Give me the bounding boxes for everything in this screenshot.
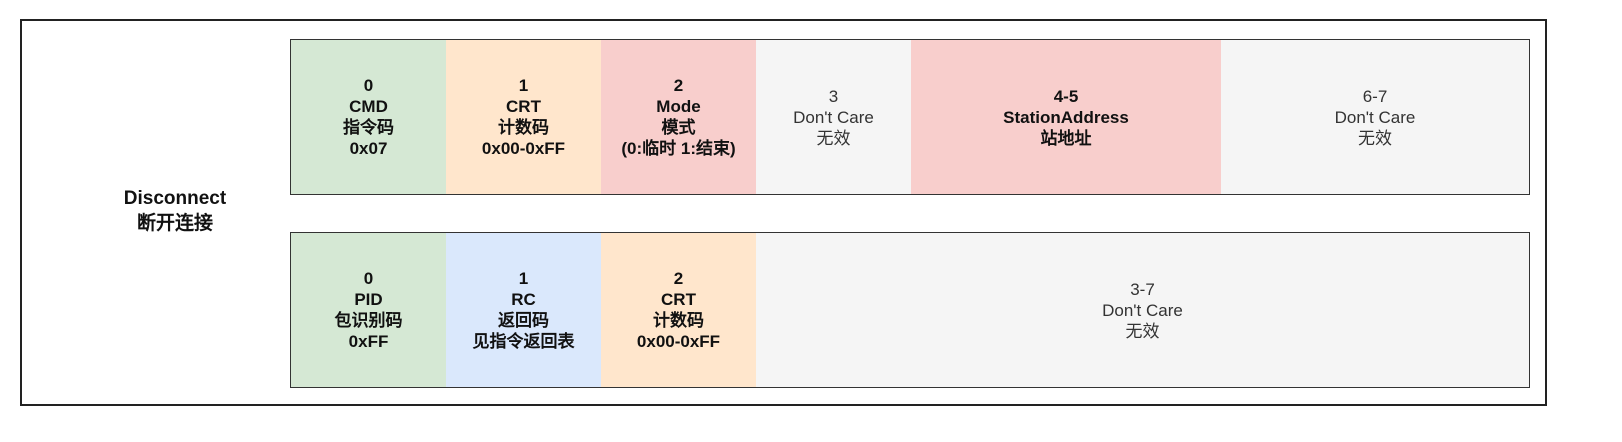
byte-name: CRT <box>506 97 541 116</box>
cmd-byte-3: 3 Don't Care 无效 <box>756 40 911 194</box>
frame-title: Disconnect 断开连接 <box>92 186 258 236</box>
byte-index: 4-5 <box>1053 86 1079 106</box>
frame-title-cn: 断开连接 <box>136 213 213 234</box>
byte-value: 0x00-0xFF <box>481 139 566 158</box>
byte-index: 0 <box>363 269 374 288</box>
byte-desc: 包识别码 <box>334 311 403 330</box>
byte-name: CMD <box>349 97 388 116</box>
byte-name: PID <box>354 290 383 309</box>
byte-desc: 无效 <box>1125 321 1160 341</box>
byte-index: 2 <box>673 76 684 95</box>
response-frame-row: 0 PID 包识别码 0xFF 1 RC 返回码 见指令返回表 2 CRT 计数… <box>290 232 1530 388</box>
byte-name: CRT <box>661 290 696 309</box>
byte-value: 见指令返回表 <box>472 332 575 351</box>
byte-name: Mode <box>656 97 701 116</box>
cmd-byte-4-5: 4-5 StationAddress 站地址 <box>911 40 1221 194</box>
byte-desc: 无效 <box>816 128 851 148</box>
byte-index: 3-7 <box>1130 279 1155 299</box>
byte-name: RC <box>511 290 536 309</box>
frame-title-en: Disconnect <box>123 188 227 209</box>
byte-index: 0 <box>363 76 374 95</box>
byte-index: 1 <box>518 269 529 288</box>
byte-index: 3 <box>828 86 839 106</box>
byte-desc: 站地址 <box>1040 128 1092 148</box>
byte-value: (0:临时 1:结束) <box>621 139 736 158</box>
resp-byte-3-7: 3-7 Don't Care 无效 <box>756 233 1529 387</box>
byte-desc: 返回码 <box>498 311 549 330</box>
byte-value: 0x07 <box>349 139 388 158</box>
byte-name: Don't Care <box>1102 300 1183 320</box>
cmd-byte-2: 2 Mode 模式 (0:临时 1:结束) <box>601 40 756 194</box>
byte-value: 0xFF <box>348 332 389 351</box>
byte-desc: 指令码 <box>343 118 394 137</box>
byte-desc: 无效 <box>1358 128 1392 148</box>
cmd-byte-1: 1 CRT 计数码 0x00-0xFF <box>446 40 601 194</box>
resp-byte-0: 0 PID 包识别码 0xFF <box>291 233 446 387</box>
cmd-byte-0: 0 CMD 指令码 0x07 <box>291 40 446 194</box>
byte-name: Don't Care <box>1334 107 1416 127</box>
byte-desc: 计数码 <box>653 311 704 330</box>
cmd-byte-6-7: 6-7 Don't Care 无效 <box>1221 40 1529 194</box>
byte-name: StationAddress <box>1003 107 1129 127</box>
byte-desc: 模式 <box>661 118 696 137</box>
resp-byte-1: 1 RC 返回码 见指令返回表 <box>446 233 601 387</box>
resp-byte-2: 2 CRT 计数码 0x00-0xFF <box>601 233 756 387</box>
byte-name: Don't Care <box>793 107 874 127</box>
byte-index: 1 <box>518 76 529 95</box>
byte-value: 0x00-0xFF <box>636 332 721 351</box>
byte-index: 2 <box>673 269 684 288</box>
command-frame-row: 0 CMD 指令码 0x07 1 CRT 计数码 0x00-0xFF 2 Mod… <box>290 39 1530 195</box>
byte-desc: 计数码 <box>498 118 549 137</box>
byte-index: 6-7 <box>1362 86 1388 106</box>
